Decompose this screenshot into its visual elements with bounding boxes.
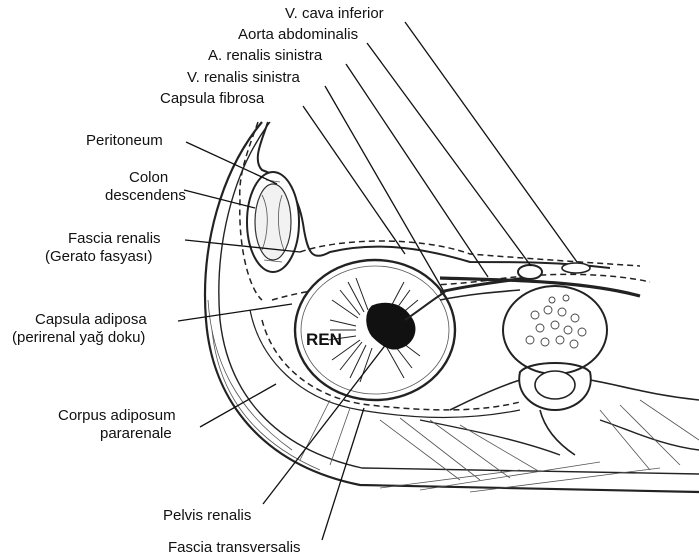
label-fascia-transversalis: Fascia transversalis bbox=[168, 539, 301, 556]
leader-v-cava bbox=[405, 22, 577, 262]
label-aorta-abdominalis: Aorta abdominalis bbox=[238, 26, 358, 43]
aorta-vessel bbox=[518, 265, 542, 279]
label-corpus-adiposum-line2: pararenale bbox=[100, 425, 172, 442]
vena-cava-vessel bbox=[562, 263, 590, 273]
label-a-renalis-sinistra: A. renalis sinistra bbox=[208, 47, 323, 64]
label-peritoneum: Peritoneum bbox=[86, 132, 163, 149]
leader-aorta bbox=[367, 43, 531, 266]
label-v-renalis-sinistra: V. renalis sinistra bbox=[187, 69, 300, 86]
label-colon-line1: Colon bbox=[129, 169, 168, 186]
leader-capsula-fibrosa bbox=[303, 106, 405, 254]
label-fascia-renalis-line2: (Gerato fasyası) bbox=[45, 248, 153, 265]
label-capsula-adiposa-line1: Capsula adiposa bbox=[35, 311, 147, 328]
leader-corpus-adiposum bbox=[200, 384, 276, 427]
colon-descendens bbox=[247, 172, 299, 272]
label-colon-line2: descendens bbox=[105, 187, 186, 204]
label-v-cava-inferior: V. cava inferior bbox=[285, 5, 384, 22]
label-capsula-fibrosa: Capsula fibrosa bbox=[160, 90, 265, 107]
label-corpus-adiposum-line1: Corpus adiposum bbox=[58, 407, 176, 424]
leader-peritoneum bbox=[186, 142, 277, 184]
vertebra bbox=[450, 286, 699, 455]
label-ren: REN bbox=[306, 330, 342, 349]
label-fascia-renalis-line1: Fascia renalis bbox=[68, 230, 161, 247]
label-capsula-adiposa-line2: (perirenal yağ doku) bbox=[12, 329, 145, 346]
label-pelvis-renalis: Pelvis renalis bbox=[163, 507, 251, 524]
leader-capsula-adiposa bbox=[178, 304, 292, 321]
